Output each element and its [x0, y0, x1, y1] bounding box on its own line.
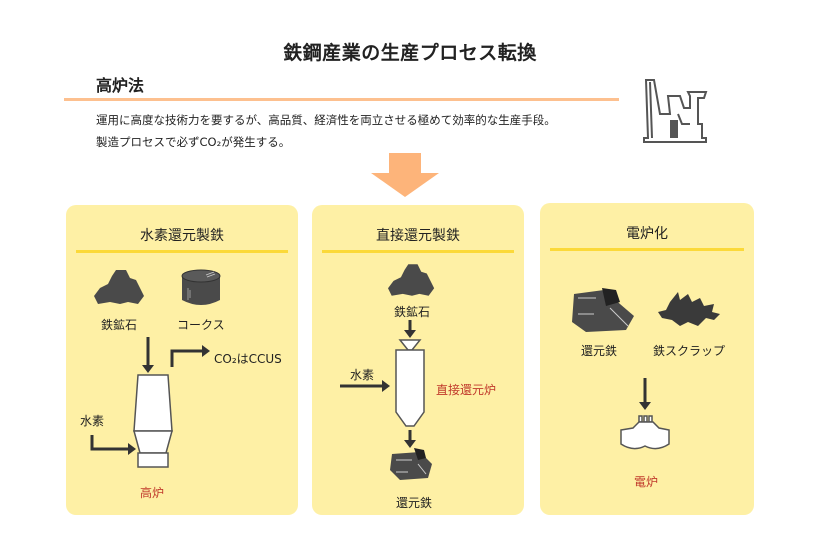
- furnace-label-electric: 電炉: [634, 475, 659, 489]
- section-title: 高炉法: [96, 76, 145, 95]
- input-label-iron-ore: 鉄鉱石: [101, 318, 138, 332]
- factory-icon: [643, 79, 708, 143]
- panel-title: 電炉化: [626, 226, 668, 242]
- reduced-iron-icon: [572, 288, 634, 332]
- panel-divider: [76, 250, 288, 253]
- hydrogen-label: 水素: [80, 414, 105, 428]
- panel-divider: [550, 248, 744, 251]
- iron-ore-icon: [94, 270, 144, 304]
- panel-hydrogen-reduction: 水素還元製鉄: [66, 205, 298, 515]
- panel-title: 直接還元製鉄: [376, 228, 460, 244]
- factory-door: [670, 120, 678, 138]
- input-label-reduced-iron: 還元鉄: [581, 344, 618, 358]
- hydrogen-arrow-icon: [128, 443, 136, 455]
- feed-arrow-icon: [404, 330, 416, 338]
- furnace-label-blast: 高炉: [140, 486, 165, 500]
- page-title: 鉄鋼産業の生産プロセス転換: [283, 42, 537, 64]
- transition-arrow-icon: [371, 153, 439, 197]
- hydrogen-label: 水素: [350, 368, 375, 382]
- electric-furnace-diagram: [620, 378, 670, 450]
- electric-furnace-icon: [620, 415, 670, 450]
- co2-line: [170, 349, 202, 367]
- input-label-iron-ore: 鉄鉱石: [394, 305, 431, 319]
- output-arrow-icon: [404, 440, 416, 448]
- reduced-iron-icon: [390, 448, 432, 480]
- direct-reduction-diagram: [340, 320, 432, 480]
- section-description-line1: 運用に高度な技術力を要するが、高品質、経済性を両立させる極めて効率的な生産手段。: [96, 113, 556, 127]
- iron-ore-icon: [388, 264, 435, 296]
- iron-scrap-icon: [658, 292, 720, 326]
- hydrogen-arrow-icon: [382, 380, 390, 392]
- co2-arrow-icon: [202, 345, 210, 357]
- section-description-line2: 製造プロセスで必ずCO₂が発生する。: [96, 135, 291, 149]
- blast-furnace-icon: [133, 374, 173, 468]
- direct-reduction-furnace-icon: [395, 339, 425, 427]
- blast-furnace-diagram: [90, 337, 210, 468]
- panel-divider: [322, 250, 514, 253]
- panel-title: 水素還元製鉄: [140, 228, 224, 244]
- feed-arrow-icon: [639, 402, 651, 410]
- input-label-coke: コークス: [177, 318, 225, 332]
- co2-ccus-label: CO₂はCCUS: [214, 352, 282, 366]
- feed-arrow-icon: [142, 365, 154, 373]
- coke-icon: [181, 269, 221, 305]
- furnace-label-direct-reduction: 直接還元炉: [436, 383, 497, 397]
- input-label-iron-scrap: 鉄スクラップ: [653, 344, 726, 358]
- hydrogen-line: [90, 435, 128, 451]
- section-divider: [64, 98, 619, 101]
- product-label-reduced-iron: 還元鉄: [396, 496, 433, 510]
- panel-electric-furnace: 電炉化: [540, 203, 754, 515]
